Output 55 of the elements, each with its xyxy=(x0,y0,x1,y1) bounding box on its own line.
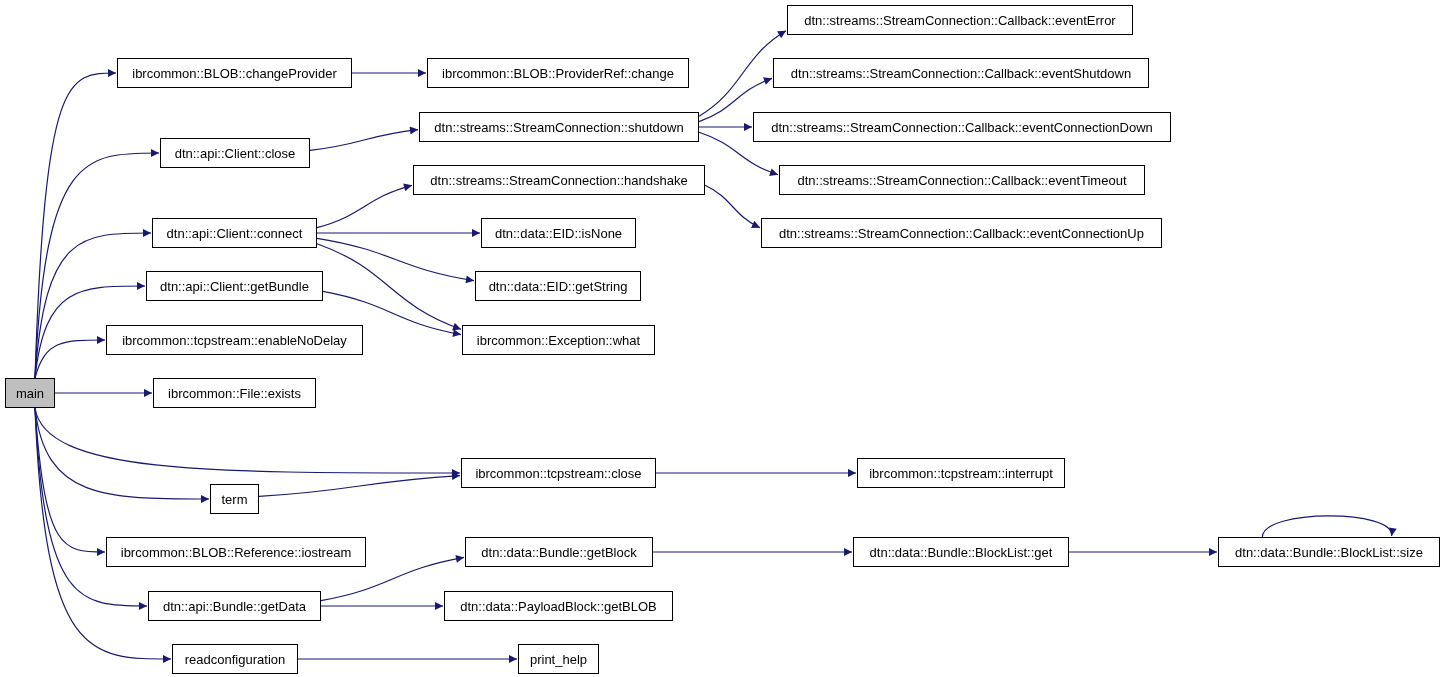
function-box: dtn::streams::StreamConnection::Callback::eventConnectionUp xyxy=(761,218,1162,248)
arrow xyxy=(320,555,465,602)
arrow xyxy=(297,655,518,663)
arrow xyxy=(316,237,475,284)
function-box: dtn::data::EID::isNone xyxy=(481,218,636,248)
arrow xyxy=(34,229,152,379)
arrow xyxy=(698,131,779,176)
arrow xyxy=(34,336,106,379)
function-box: ibrcommon::BLOB::changeProvider xyxy=(117,58,352,88)
function-box: dtn::data::Bundle::BlockList::size xyxy=(1218,537,1440,567)
arrow xyxy=(316,243,462,331)
function-box: dtn::streams::StreamConnection::Callback::eventTimeout xyxy=(779,165,1145,195)
function-box: dtn::data::Bundle::getBlock xyxy=(465,537,653,567)
function-box: ibrcommon::BLOB::Reference::iostream xyxy=(106,537,366,567)
function-box: dtn::api::Client::close xyxy=(160,138,310,168)
arrow xyxy=(351,69,427,77)
arrow xyxy=(698,123,753,131)
arrow xyxy=(1068,548,1218,556)
function-box: dtn::streams::StreamConnection::Callback::eventConnectionDown xyxy=(753,112,1171,142)
function-box: ibrcommon::tcpstream::enableNoDelay xyxy=(106,325,363,355)
arrow xyxy=(316,229,481,237)
function-box: ibrcommon::BLOB::ProviderRef::change xyxy=(427,58,689,88)
arrow xyxy=(316,183,413,229)
function-box: dtn::streams::StreamConnection::Callback::eventShutdown xyxy=(773,58,1149,88)
arrow xyxy=(258,472,461,497)
arrow xyxy=(1261,515,1394,538)
arrow xyxy=(698,30,787,117)
function-box: dtn::data::Bundle::BlockList::get xyxy=(853,537,1069,567)
function-box: ibrcommon::tcpstream::close xyxy=(461,458,656,488)
arrow xyxy=(320,602,444,610)
function-box: print_help xyxy=(518,644,599,674)
function-box: dtn::streams::StreamConnection::Callback::eventError xyxy=(787,5,1133,35)
function-box: dtn::streams::StreamConnection::shutdown xyxy=(419,112,699,142)
arrow xyxy=(34,282,146,379)
function-box: readconfiguration xyxy=(172,644,298,674)
function-box: dtn::api::Client::getBundle xyxy=(146,271,323,301)
function-box: ibrcommon::tcpstream::interrupt xyxy=(857,458,1065,488)
function-box: dtn::api::Bundle::getData xyxy=(148,591,321,621)
function-box: dtn::data::PayloadBlock::getBLOB xyxy=(444,591,673,621)
function-box: dtn::streams::StreamConnection::handshake xyxy=(413,165,705,195)
function-box: dtn::data::EID::getString xyxy=(475,271,641,301)
arrow xyxy=(34,69,117,379)
function-box: main xyxy=(5,378,55,408)
function-box: ibrcommon::Exception::what xyxy=(462,325,655,355)
arrow xyxy=(322,290,462,337)
arrow xyxy=(309,126,419,151)
function-box: dtn::api::Client::connect xyxy=(152,218,317,248)
function-box: ibrcommon::File::exists xyxy=(153,378,316,408)
arrow xyxy=(655,469,857,477)
arrow xyxy=(704,184,761,229)
arrow xyxy=(54,389,153,397)
arrow xyxy=(652,548,853,556)
function-box: term xyxy=(210,484,259,514)
arrow xyxy=(34,407,172,663)
arrow xyxy=(698,77,773,123)
